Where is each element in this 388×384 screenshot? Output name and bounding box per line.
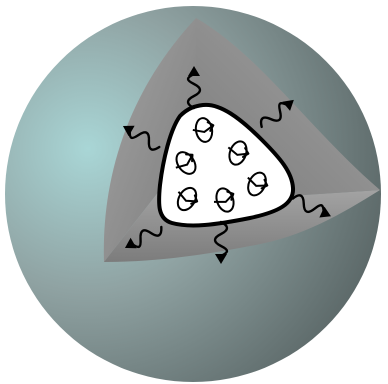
diagram-canvas — [0, 0, 388, 384]
sphere-cutaway-diagram — [0, 0, 388, 384]
